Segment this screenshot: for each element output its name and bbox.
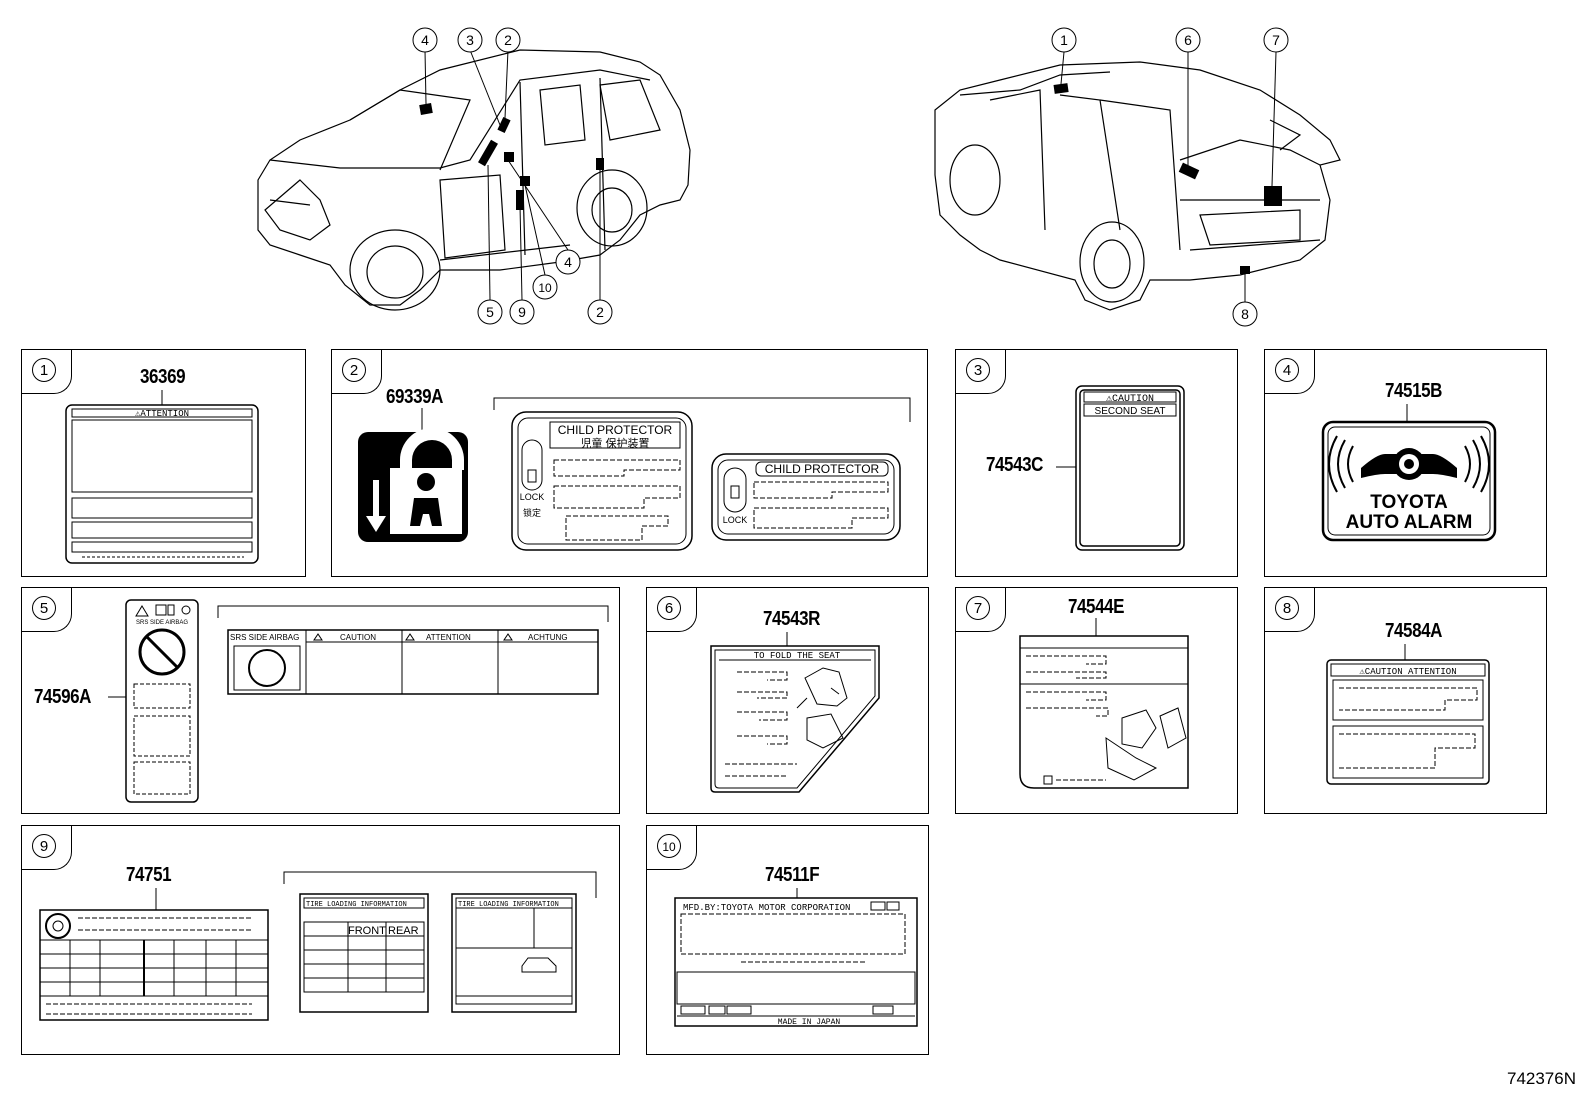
rear-leader-lines — [1060, 51, 1277, 302]
panel-2-number: 2 — [342, 358, 366, 382]
panel-1-number: 1 — [32, 358, 56, 382]
panel-3-number: 3 — [966, 358, 990, 382]
mfd-by-text: MFD.BY:TOYOTA MOTOR CORPORATION — [683, 903, 850, 913]
second-seat-label-drawing: ⚠CAUTION SECOND SEAT — [1056, 385, 1185, 551]
part-number-74544E: 74544E — [1068, 596, 1125, 618]
auto-alarm-text: AUTO ALARM — [1346, 512, 1473, 533]
tire-loading-text-2: TIRE LOADING INFORMATION — [458, 901, 559, 909]
panel-5-number: 5 — [32, 596, 56, 620]
panel-7-number: 7 — [966, 596, 990, 620]
child-protector-drawings: CHILD PROTECTOR 児童 保护装置 LOCK 锁定 CHILD PR… — [358, 397, 911, 551]
child-protector-text-2: CHILD PROTECTOR — [765, 462, 880, 476]
car-icon — [521, 957, 557, 973]
part-number-74515B: 74515B — [1385, 380, 1443, 402]
panel-5: 5 74596A SRS SIDE AIRBAG SRS SIDE AIRBAG… — [21, 587, 620, 814]
tire-loading-text-1: TIRE LOADING INFORMATION — [306, 901, 407, 909]
part-number-36369: 36369 — [140, 366, 186, 388]
part-number-74543C: 74543C — [986, 454, 1044, 476]
caution-attention-label-drawing: ⚠CAUTION ATTENTION — [1326, 644, 1490, 785]
panel-4: 4 74515B TOYOTA AUTO ALARM — [1264, 349, 1547, 577]
attention-label-drawing: ⚠ATTENTION — [65, 390, 259, 564]
attention-col-text: ATTENTION — [426, 633, 471, 642]
callout-4a: 4 — [421, 32, 429, 48]
part-number-74584A: 74584A — [1385, 620, 1443, 642]
front-callouts: 4 3 2 4 10 5 9 2 — [412, 27, 613, 325]
part-number-74543R: 74543R — [763, 608, 821, 630]
front-col-text: FRONT — [348, 925, 386, 937]
callout-6: 6 — [1184, 32, 1192, 48]
part-number-74751: 74751 — [126, 864, 172, 886]
callout-10: 10 — [538, 281, 552, 295]
part-number-74596A: 74596A — [34, 686, 92, 708]
panel-10-number: 10 — [657, 834, 681, 858]
auto-alarm-label-drawing: TOYOTA AUTO ALARM — [1321, 404, 1497, 542]
callout-4b: 4 — [564, 254, 572, 270]
callout-8: 8 — [1241, 306, 1249, 322]
front-vehicle-drawing — [257, 49, 691, 311]
toyota-text: TOYOTA — [1370, 492, 1448, 513]
srs-side-airbag-text: SRS SIDE AIRBAG — [230, 633, 299, 642]
diagram-code: 742376N — [1506, 1069, 1576, 1088]
alarm-icon — [1361, 448, 1457, 480]
child-protector-text-1: CHILD PROTECTOR — [558, 423, 673, 437]
lock-text-1: LOCK — [520, 492, 545, 502]
second-seat-text: SECOND SEAT — [1095, 406, 1166, 417]
fold-seat-text: TO FOLD THE SEAT — [754, 651, 841, 661]
child-protector-jp-text: 児童 保护装置 — [580, 436, 649, 450]
part-number-74511F: 74511F — [765, 864, 820, 886]
tire-info-labels-drawing: TIRE LOADING INFORMATION FRONT REAR TIRE… — [39, 871, 597, 1021]
panel-9-number: 9 — [32, 834, 56, 858]
caution-text: ⚠CAUTION — [1106, 394, 1154, 405]
callout-7: 7 — [1272, 32, 1280, 48]
callout-3: 3 — [466, 32, 474, 48]
rear-vehicle-drawing — [934, 61, 1341, 311]
panel-6-number: 6 — [657, 596, 681, 620]
lock-text-1-jp: 锁定 — [523, 507, 541, 518]
manufacturer-label-drawing: MFD.BY:TOYOTA MOTOR CORPORATION MADE IN … — [674, 888, 918, 1027]
vehicle-illustrations: 4 3 2 4 10 5 9 2 1 6 7 8 — [257, 27, 1341, 327]
panel-1: 1 36369 ⚠ATTENTION — [21, 349, 306, 577]
panel-9: 9 74751 TIRE LOADING INFORMATION FRONT R… — [21, 825, 620, 1055]
panel-4-number: 4 — [1275, 358, 1299, 382]
panel-6: 6 74543R TO FOLD THE SEAT — [646, 587, 929, 814]
panel-7: 7 74544E — [955, 587, 1238, 814]
callout-9: 9 — [518, 304, 526, 320]
rear-label-markers — [1053, 83, 1282, 274]
lock-text-2: LOCK — [723, 515, 748, 525]
panel-8: 8 74584A ⚠CAUTION ATTENTION — [1264, 587, 1547, 814]
caution-attention-text: ⚠CAUTION ATTENTION — [1359, 667, 1456, 677]
callout-2a: 2 — [504, 32, 512, 48]
caution-col-text: CAUTION — [340, 633, 376, 642]
seat-illustration — [1105, 707, 1187, 781]
callout-1: 1 — [1060, 32, 1068, 48]
achtung-col-text: ACHTUNG — [528, 633, 568, 642]
fold-seat-label-drawing: TO FOLD THE SEAT — [710, 632, 880, 793]
front-label-markers — [419, 103, 604, 210]
part-number-69339A: 69339A — [386, 386, 444, 408]
srs-airbag-labels-drawing: SRS SIDE AIRBAG SRS SIDE AIRBAG CAUTION … — [108, 599, 609, 803]
callout-2b: 2 — [596, 304, 604, 320]
srs-side-airbag-small-text: SRS SIDE AIRBAG — [136, 620, 188, 626]
front-leader-lines — [424, 49, 601, 301]
panel-8-number: 8 — [1275, 596, 1299, 620]
attention-text: ⚠ATTENTION — [135, 409, 189, 419]
panel-2: 2 69339A CHILD PROTECTOR 児童 保护装置 LOCK 锁定… — [331, 349, 928, 577]
panel-10: 10 74511F MFD.BY:TOYOTA MOTOR CORPORATIO… — [646, 825, 929, 1055]
panel-3: 3 74543C ⚠CAUTION SECOND SEAT — [955, 349, 1238, 577]
seat-fold-illustration — [796, 667, 848, 749]
rear-col-text: REAR — [388, 925, 419, 937]
made-in-japan-text: MADE IN JAPAN — [778, 1018, 841, 1027]
callout-5: 5 — [486, 304, 494, 320]
rear-callouts: 1 6 7 8 — [1051, 27, 1289, 327]
seat-warning-label-drawing — [1019, 618, 1189, 789]
